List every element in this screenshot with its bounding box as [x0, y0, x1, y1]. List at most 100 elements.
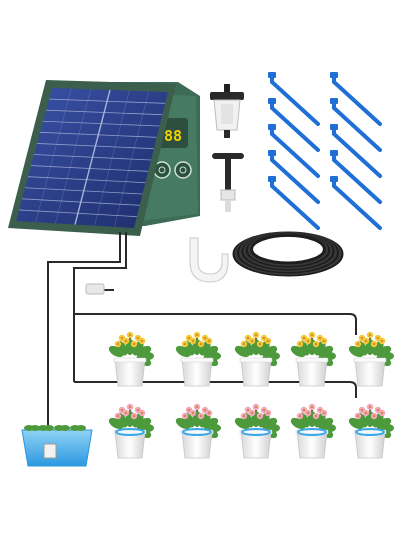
drip-ring: [182, 428, 212, 436]
flower-center: [361, 409, 363, 411]
potted-plant: [290, 403, 336, 459]
flower-center: [133, 415, 135, 417]
drip-stake-icon: [268, 72, 320, 126]
flower-center: [373, 343, 375, 345]
flower-center: [365, 412, 367, 414]
flower-center: [303, 409, 305, 411]
flower-center: [323, 412, 325, 414]
flower-center: [267, 412, 269, 414]
drip-stake-icon: [330, 176, 382, 230]
solar-controller: 88: [8, 80, 200, 236]
flower-center: [323, 340, 325, 342]
flower-pot: [296, 359, 328, 387]
flower-center: [125, 340, 127, 342]
flower-center: [192, 412, 194, 414]
flower-center: [259, 415, 261, 417]
flower-center: [129, 334, 131, 336]
dripper-icon: [210, 84, 244, 138]
solar-panel-grid: [18, 88, 166, 227]
flower-center: [255, 334, 257, 336]
panel-finger-line: [35, 88, 72, 223]
panel-finger-line: [55, 89, 91, 224]
flower-center: [184, 415, 186, 417]
flower-center: [311, 334, 313, 336]
drip-stake-icon: [330, 72, 382, 126]
drip-ring: [355, 428, 385, 436]
flower-center: [204, 337, 206, 339]
flower-center: [137, 409, 139, 411]
flower-center: [319, 409, 321, 411]
water-reservoir: [21, 425, 93, 467]
flower-center: [361, 337, 363, 339]
flower-center: [200, 415, 202, 417]
flower-pot: [354, 359, 386, 387]
top-manifold-tube: [74, 313, 357, 335]
potted-plant: [175, 403, 221, 459]
drip-stake-icon: [268, 98, 320, 152]
drip-stakes: [268, 72, 382, 230]
flower-center: [307, 340, 309, 342]
flower-center: [129, 406, 131, 408]
flower-center: [259, 343, 261, 345]
flower-center: [369, 334, 371, 336]
flower-center: [125, 412, 127, 414]
controller-drop-tube: [73, 232, 127, 382]
panel-finger-line: [94, 90, 130, 226]
flower-center: [141, 412, 143, 414]
flower-center: [117, 343, 119, 345]
drip-stake-icon: [330, 124, 382, 178]
flower-pot: [181, 359, 213, 387]
flower-center: [208, 340, 210, 342]
flower-center: [377, 337, 379, 339]
flower-center: [141, 340, 143, 342]
flower-center: [247, 337, 249, 339]
panel-finger-line: [114, 91, 149, 227]
drip-stake-icon: [330, 98, 382, 152]
wall-hook-icon: [189, 237, 229, 283]
flower-center: [188, 337, 190, 339]
flower-center: [369, 406, 371, 408]
flower-center: [251, 412, 253, 414]
flower-center: [377, 409, 379, 411]
flower-center: [357, 415, 359, 417]
flower-center: [192, 340, 194, 342]
tray-sprouts: [24, 425, 86, 431]
flower-center: [204, 409, 206, 411]
flower-center: [188, 409, 190, 411]
flower-center: [303, 337, 305, 339]
bottom-manifold-tube: [74, 381, 357, 398]
potted-plant: [348, 403, 394, 459]
drip-ring: [115, 428, 145, 436]
potted-plant: [234, 403, 280, 459]
potted-plant: [234, 331, 280, 387]
potted-plant: [108, 331, 154, 387]
drip-stake-icon: [268, 150, 320, 204]
drip-ring: [297, 428, 327, 436]
flower-center: [381, 412, 383, 414]
submersible-pump-icon: [43, 443, 57, 459]
flower-center: [247, 409, 249, 411]
mode-button-icon[interactable]: [174, 161, 192, 179]
flower-center: [184, 343, 186, 345]
flower-center: [299, 415, 301, 417]
flower-center: [243, 343, 245, 345]
flower-center: [315, 415, 317, 417]
flower-center: [381, 340, 383, 342]
flower-center: [267, 340, 269, 342]
flower-center: [251, 340, 253, 342]
flower-center: [196, 334, 198, 336]
flower-center: [373, 415, 375, 417]
flower-center: [319, 337, 321, 339]
flower-center: [200, 343, 202, 345]
tee-connector-icon: [212, 153, 244, 212]
flower-center: [365, 340, 367, 342]
flower-center: [243, 415, 245, 417]
flower-center: [307, 412, 309, 414]
flower-center: [121, 409, 123, 411]
potted-plant: [175, 331, 221, 387]
flower-center: [263, 337, 265, 339]
flower-center: [133, 343, 135, 345]
flower-center: [137, 337, 139, 339]
flower-center: [299, 343, 301, 345]
